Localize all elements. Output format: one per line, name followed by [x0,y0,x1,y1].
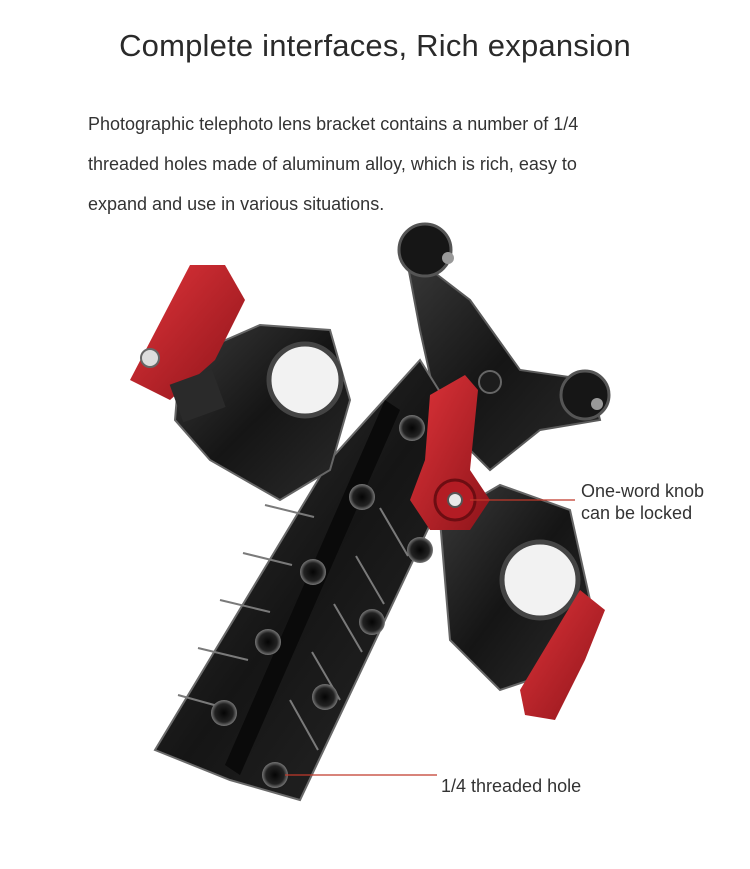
red-knob-left [130,265,245,400]
description: Photographic telephoto lens bracket cont… [88,104,658,224]
page-title: Complete interfaces, Rich expansion [119,28,631,63]
rod-clamp-left [130,265,352,502]
description-line-2: threaded holes made of aluminum alloy, w… [88,154,577,174]
bracket-product-photo [130,222,611,802]
description-line-1: Photographic telephoto lens bracket cont… [88,114,579,134]
callout-knob-line-1: One-word knob [581,481,705,501]
rod-hole-left [266,341,344,419]
threaded-holes [211,415,433,788]
roller-right [559,369,611,421]
rod-hole-right [499,539,581,621]
callout-knob-line-2: can be locked [581,503,693,523]
rod-clamp-right [438,483,605,720]
callout-hole: 1/4 threaded hole [441,776,582,796]
screw-top [442,252,454,264]
callout-knob: One-word knob can be locked [581,480,741,524]
red-knob-right [520,590,605,720]
locking-knob [410,370,502,530]
screw-right [591,398,603,410]
description-line-3: expand and use in various situations. [88,194,385,214]
roller-top [397,222,453,278]
